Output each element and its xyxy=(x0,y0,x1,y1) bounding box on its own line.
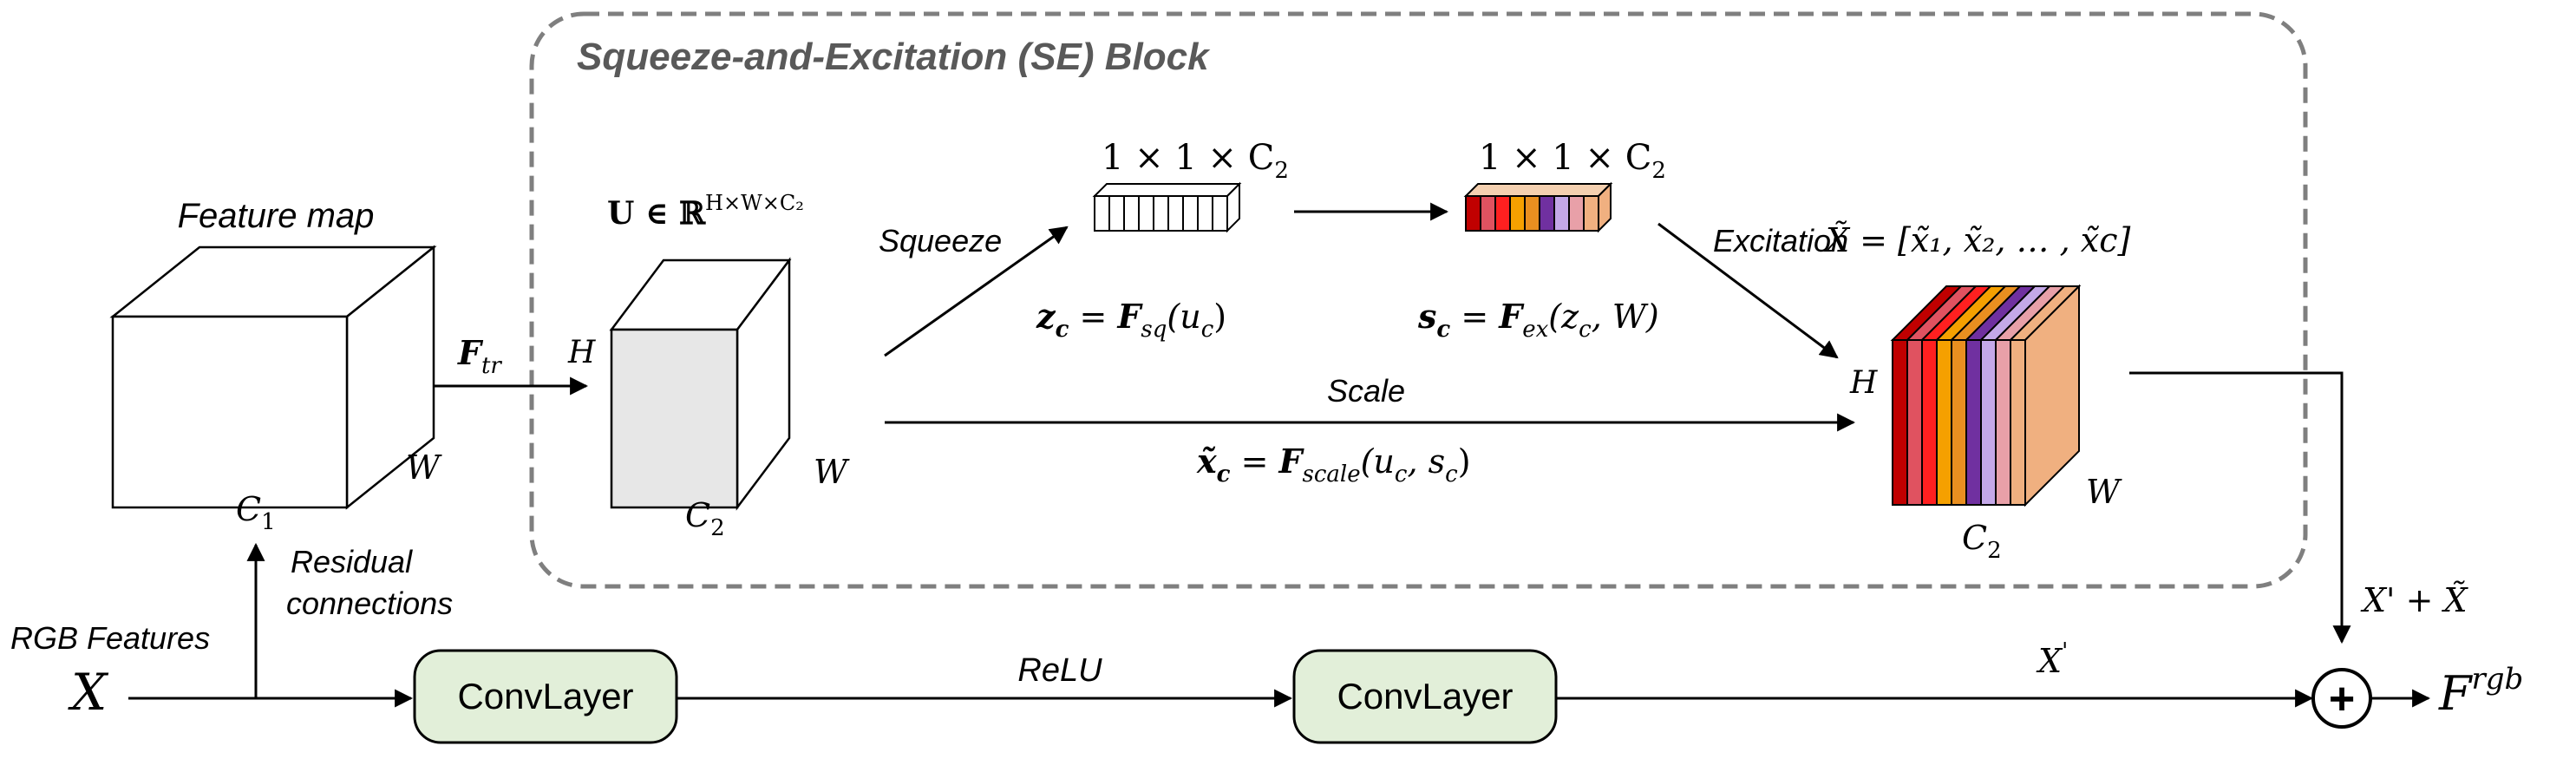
output-slice xyxy=(1995,339,2011,506)
feature-map-w-label: W xyxy=(406,448,442,487)
feature-map-cube xyxy=(109,245,437,510)
output-slice xyxy=(1921,339,1938,506)
excitation-slice-slice xyxy=(1583,195,1599,232)
squeeze-formula: zc = Fsq(uc) xyxy=(1036,297,1226,343)
excitation-slice-slice xyxy=(1494,195,1511,232)
output-slice xyxy=(1906,339,1923,506)
convlayer-1 xyxy=(413,649,678,744)
u-h-label: H xyxy=(567,335,596,370)
convlayer-1-label: ConvLayer xyxy=(457,676,633,716)
excitation-slice-slice xyxy=(1539,195,1555,232)
squeeze-vector xyxy=(1092,181,1242,233)
output-slice xyxy=(1892,339,1908,506)
output-slice xyxy=(1965,339,1982,506)
excitation-slice-slice xyxy=(1509,195,1526,232)
excitation-slice-slice xyxy=(1465,195,1481,232)
squeeze-slice-slice xyxy=(1182,195,1199,232)
input-caption: RGB Features xyxy=(10,620,210,656)
excitation-vector xyxy=(1463,181,1613,233)
squeeze-slice-slice xyxy=(1212,195,1228,232)
relu-label: ReLU xyxy=(1017,652,1102,689)
squeeze-slice-slice xyxy=(1197,195,1213,232)
input-symbol: X xyxy=(68,663,109,722)
excitation-label: Excitation xyxy=(1713,223,1848,258)
squeeze-slice-slice xyxy=(1123,195,1140,232)
excitation-dim-label: 1 × 1 × C2 xyxy=(1479,138,1666,184)
convlayer-2-label: ConvLayer xyxy=(1337,676,1513,716)
u-c-label: C2 xyxy=(685,496,725,541)
feature-map-title: Feature map xyxy=(178,197,375,235)
squeeze-slice-slice xyxy=(1153,195,1169,232)
scale-formula: x̃c = Fscale(uc, sc) xyxy=(1196,442,1471,487)
output-slice xyxy=(1951,339,1967,506)
se-block-border xyxy=(529,11,2308,589)
u-w-label: W xyxy=(814,453,850,491)
squeeze-label: Squeeze xyxy=(879,223,1002,258)
sum-symbol: + xyxy=(2329,674,2355,724)
output-slice xyxy=(1936,339,1952,506)
excitation-slice-top xyxy=(1463,183,1613,197)
xprime-label: X' xyxy=(2036,638,2068,680)
convlayer-2 xyxy=(1292,649,1558,744)
output-slice xyxy=(1980,339,1997,506)
excitation-slice-slice xyxy=(1524,195,1540,232)
excitation-arrow xyxy=(1657,222,1839,359)
squeeze-dim-label: 1 × 1 × C2 xyxy=(1102,138,1289,184)
squeeze-slice-slice xyxy=(1167,195,1184,232)
u-tensor-formula: U ∈ ℝH×W×C₂ xyxy=(607,191,804,232)
excitation-slice-slice xyxy=(1553,195,1570,232)
output-slice xyxy=(2010,339,2026,506)
ftr-label: Ftr xyxy=(457,333,502,379)
output-label: Frgb xyxy=(2438,662,2523,721)
feature-map-c-label: C1 xyxy=(236,490,276,535)
scale-label: Scale xyxy=(1327,373,1405,409)
output-h-label: H xyxy=(1849,365,1878,401)
output-w-label: W xyxy=(2086,473,2122,511)
output-tensor-stack xyxy=(1890,284,2082,507)
sum-label: X' + X̃ xyxy=(2360,581,2468,619)
squeeze-slice-top xyxy=(1092,183,1242,197)
excitation-slice-slice xyxy=(1568,195,1585,232)
u-tensor-cube xyxy=(609,257,792,511)
excitation-slice-slice xyxy=(1480,195,1496,232)
excitation-formula: sc = Fex(zc, W) xyxy=(1417,297,1659,343)
squeeze-slice-slice xyxy=(1108,195,1125,232)
output-tensor-face xyxy=(2024,284,2080,507)
se-output-path xyxy=(2129,371,2351,644)
se-block-title: Squeeze-and-Excitation (SE) Block xyxy=(577,36,1211,78)
squeeze-arrow xyxy=(884,226,1069,357)
squeeze-slice-slice xyxy=(1138,195,1154,232)
output-tensor-formula: X̃ = [x̃₁, x̃₂, … , x̃c] xyxy=(1823,221,2130,259)
output-c-label: C2 xyxy=(1962,519,2002,564)
squeeze-slice-slice xyxy=(1094,195,1110,232)
